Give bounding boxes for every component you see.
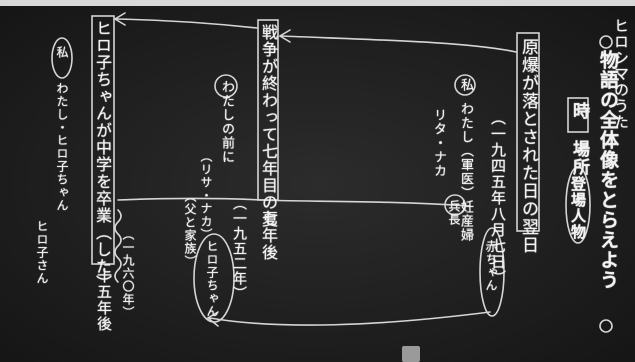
mid-note: （リサ・ナカ） <box>199 150 213 241</box>
task-mark-top <box>599 35 613 49</box>
person-right-role: 兵長 <box>447 200 461 226</box>
left-box-frame <box>91 15 115 265</box>
left-note: ヒロ子さん <box>35 220 49 285</box>
tag-characters-ring <box>565 166 591 244</box>
right-box-text: 原爆が落とされた日の翌日 <box>518 38 538 254</box>
mid-note2: （父と家族） <box>183 190 197 268</box>
me-left: わたし・ヒロ子ちゃん <box>55 82 69 212</box>
date-1945: （一九四五年八月七日） <box>489 110 507 286</box>
circle-me-left <box>51 37 73 79</box>
mark-me-left: 私 <box>55 46 69 59</box>
me-right: わたし（軍医）妊産婦 <box>458 102 473 242</box>
left-years-after: 十五年後 <box>95 268 113 332</box>
circle-hiroko-mid <box>193 233 235 323</box>
circle-me-mid <box>214 74 238 98</box>
circle-me-right <box>454 74 476 96</box>
task-line: 物語の全体像をとらえよう <box>597 50 619 290</box>
arrowhead-mid <box>278 29 291 43</box>
bottom-line <box>209 311 491 326</box>
circle-mid-label: ヒロ子ちゃん <box>205 240 219 318</box>
tag-time-box <box>567 97 589 133</box>
task-mark-bottom <box>599 319 613 333</box>
middle-box-text: 戦争が終わって七年目の夏 <box>259 24 278 228</box>
date-1952: （一九五二年） <box>231 196 247 301</box>
circle-baby <box>479 227 505 317</box>
tag-place: 場所 <box>569 140 589 176</box>
tag-time: 時 <box>569 102 589 120</box>
board-surface <box>0 6 635 362</box>
lesson-title: ヒロシマのうた <box>612 18 630 130</box>
date-1960: （一九六〇年） <box>121 228 135 319</box>
me-mid: わたしの前に <box>219 80 234 164</box>
timeline-line <box>117 197 471 207</box>
right-box-frame <box>516 32 540 232</box>
arrowhead-left <box>113 12 126 26</box>
arrowhead-bottom <box>206 311 219 327</box>
person-right: リタ・ナカ <box>431 108 446 178</box>
baby-label: 赤ちゃん <box>484 240 498 292</box>
wavy-bracket-left <box>114 209 122 283</box>
arrow-right-to-mid <box>280 35 517 53</box>
left-box-text: ヒロ子ちゃんが中学を卒業（した） <box>93 20 112 292</box>
mark-me-right: 私 <box>458 78 473 92</box>
arrow-mid-to-left <box>115 18 258 29</box>
board-frame-top <box>0 0 635 6</box>
tag-characters: 登場人物 <box>569 176 587 240</box>
circle-person-right <box>444 194 466 216</box>
mid-years-after: 七年後 <box>259 210 278 261</box>
board-magnet <box>402 346 420 362</box>
